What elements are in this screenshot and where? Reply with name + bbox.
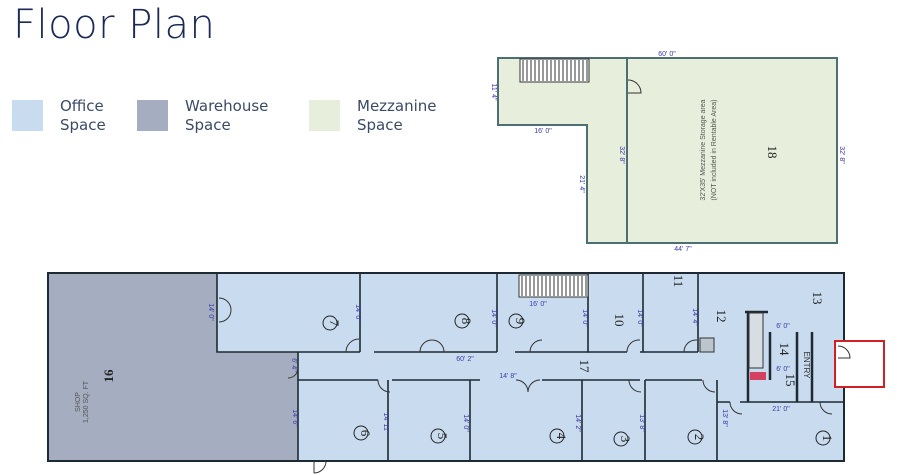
kitchen-counter-icon [748,312,764,369]
dimension-label: 6' 0" [776,323,790,330]
legend-label: Space [60,116,106,134]
dimension-label: 11' 4" [490,84,497,101]
mezzanine-plan: 18 32'X35' Mezzanine Storage area (NOT i… [490,51,845,253]
room-13-label: 13 [810,292,825,305]
room-3-label: 3 [618,436,633,443]
dimension-label: 14' 0" [581,309,588,327]
dimension-label: 14' 8" [499,373,517,380]
dimension-label: 60' 0" [658,51,676,58]
room-16-label: 16 [101,369,116,383]
dimension-label: 13' 8" [721,409,728,427]
dimension-label: 44' 7" [674,246,692,253]
dimension-label: 6' 0" [776,366,790,373]
dimension-label: 21' 4" [578,175,585,193]
room-14-label: 14 [777,343,792,357]
room-18-label: 18 [765,146,780,159]
dimension-label: 16' 0" [529,301,547,308]
dimension-label: 14' 0" [354,304,361,322]
shop-area-label: 1,250 SQ. FT [83,380,90,423]
room-12-label: 12 [714,310,729,323]
dimension-label: 21' 0" [772,406,790,413]
dimension-label: 13' 8" [638,414,645,432]
shop-label: SHOP [75,392,82,412]
dimension-label: 14' 0" [462,414,469,432]
mezzanine-swatch [309,100,340,131]
dimension-label: 60' 2" [456,356,474,363]
room-17-label: 17 [577,360,592,374]
legend-label: Mezzanine [357,97,437,115]
highlight-marker [750,372,766,380]
fixture-icon [699,337,715,353]
dimension-label: 14' 0" [490,309,497,327]
office-swatch [12,100,43,131]
mezzanine-outline [497,57,838,244]
room-5-label: 5 [435,433,450,440]
door-icon [837,345,851,359]
room-9-label: 9 [513,318,528,325]
legend-label: Warehouse [185,97,269,115]
dimension-label: 32' 8" [838,146,845,164]
room-number-circles [322,313,831,447]
warehouse-area [49,274,298,460]
room-1-label: 1 [820,435,835,442]
main-floor-plan: 16 SHOP 1,250 SQ. FT 7 8 9 10 11 12 13 1… [47,272,885,474]
legend-label: Space [357,116,403,134]
legend-label: Office [60,97,104,115]
stairs-icon [519,58,590,83]
page-title: Floor Plan [13,2,216,48]
room-8-label: 8 [459,318,474,325]
dimension-label: 14' 4" [691,308,698,326]
room-7-label: 7 [327,320,342,327]
door-icon [627,79,642,94]
room-2-label: 2 [692,434,707,441]
dimension-label: 14' 6" [291,409,298,427]
door-icons [218,297,833,474]
warehouse-swatch [137,100,168,131]
dimension-label: 14' 2" [574,414,581,432]
dimension-label: 14' 0" [207,303,214,321]
entry-label: ENTRY [802,352,811,380]
entrance-highlight[interactable] [834,340,885,388]
legend-label: Space [185,116,231,134]
dimension-label: 14' 0" [636,309,643,327]
mezzanine-note: (NOT included in Rentable Area) [711,99,718,200]
dimension-label: 14' 11" [382,413,389,434]
interior-walls [216,274,844,461]
room-11-label: 11 [671,275,686,288]
stairs-icon [518,274,589,298]
room-10-label: 10 [612,314,627,327]
dimension-label: 16' 0" [534,128,552,135]
dimension-label: 6' 4" [290,358,297,372]
mezzanine-note: 32'X35' Mezzanine Storage area [700,99,707,200]
dimension-label: 32' 8" [618,146,625,164]
room-6-label: 6 [358,430,373,437]
room-15-label: 15 [783,374,798,387]
room-4-label: 4 [554,433,569,440]
